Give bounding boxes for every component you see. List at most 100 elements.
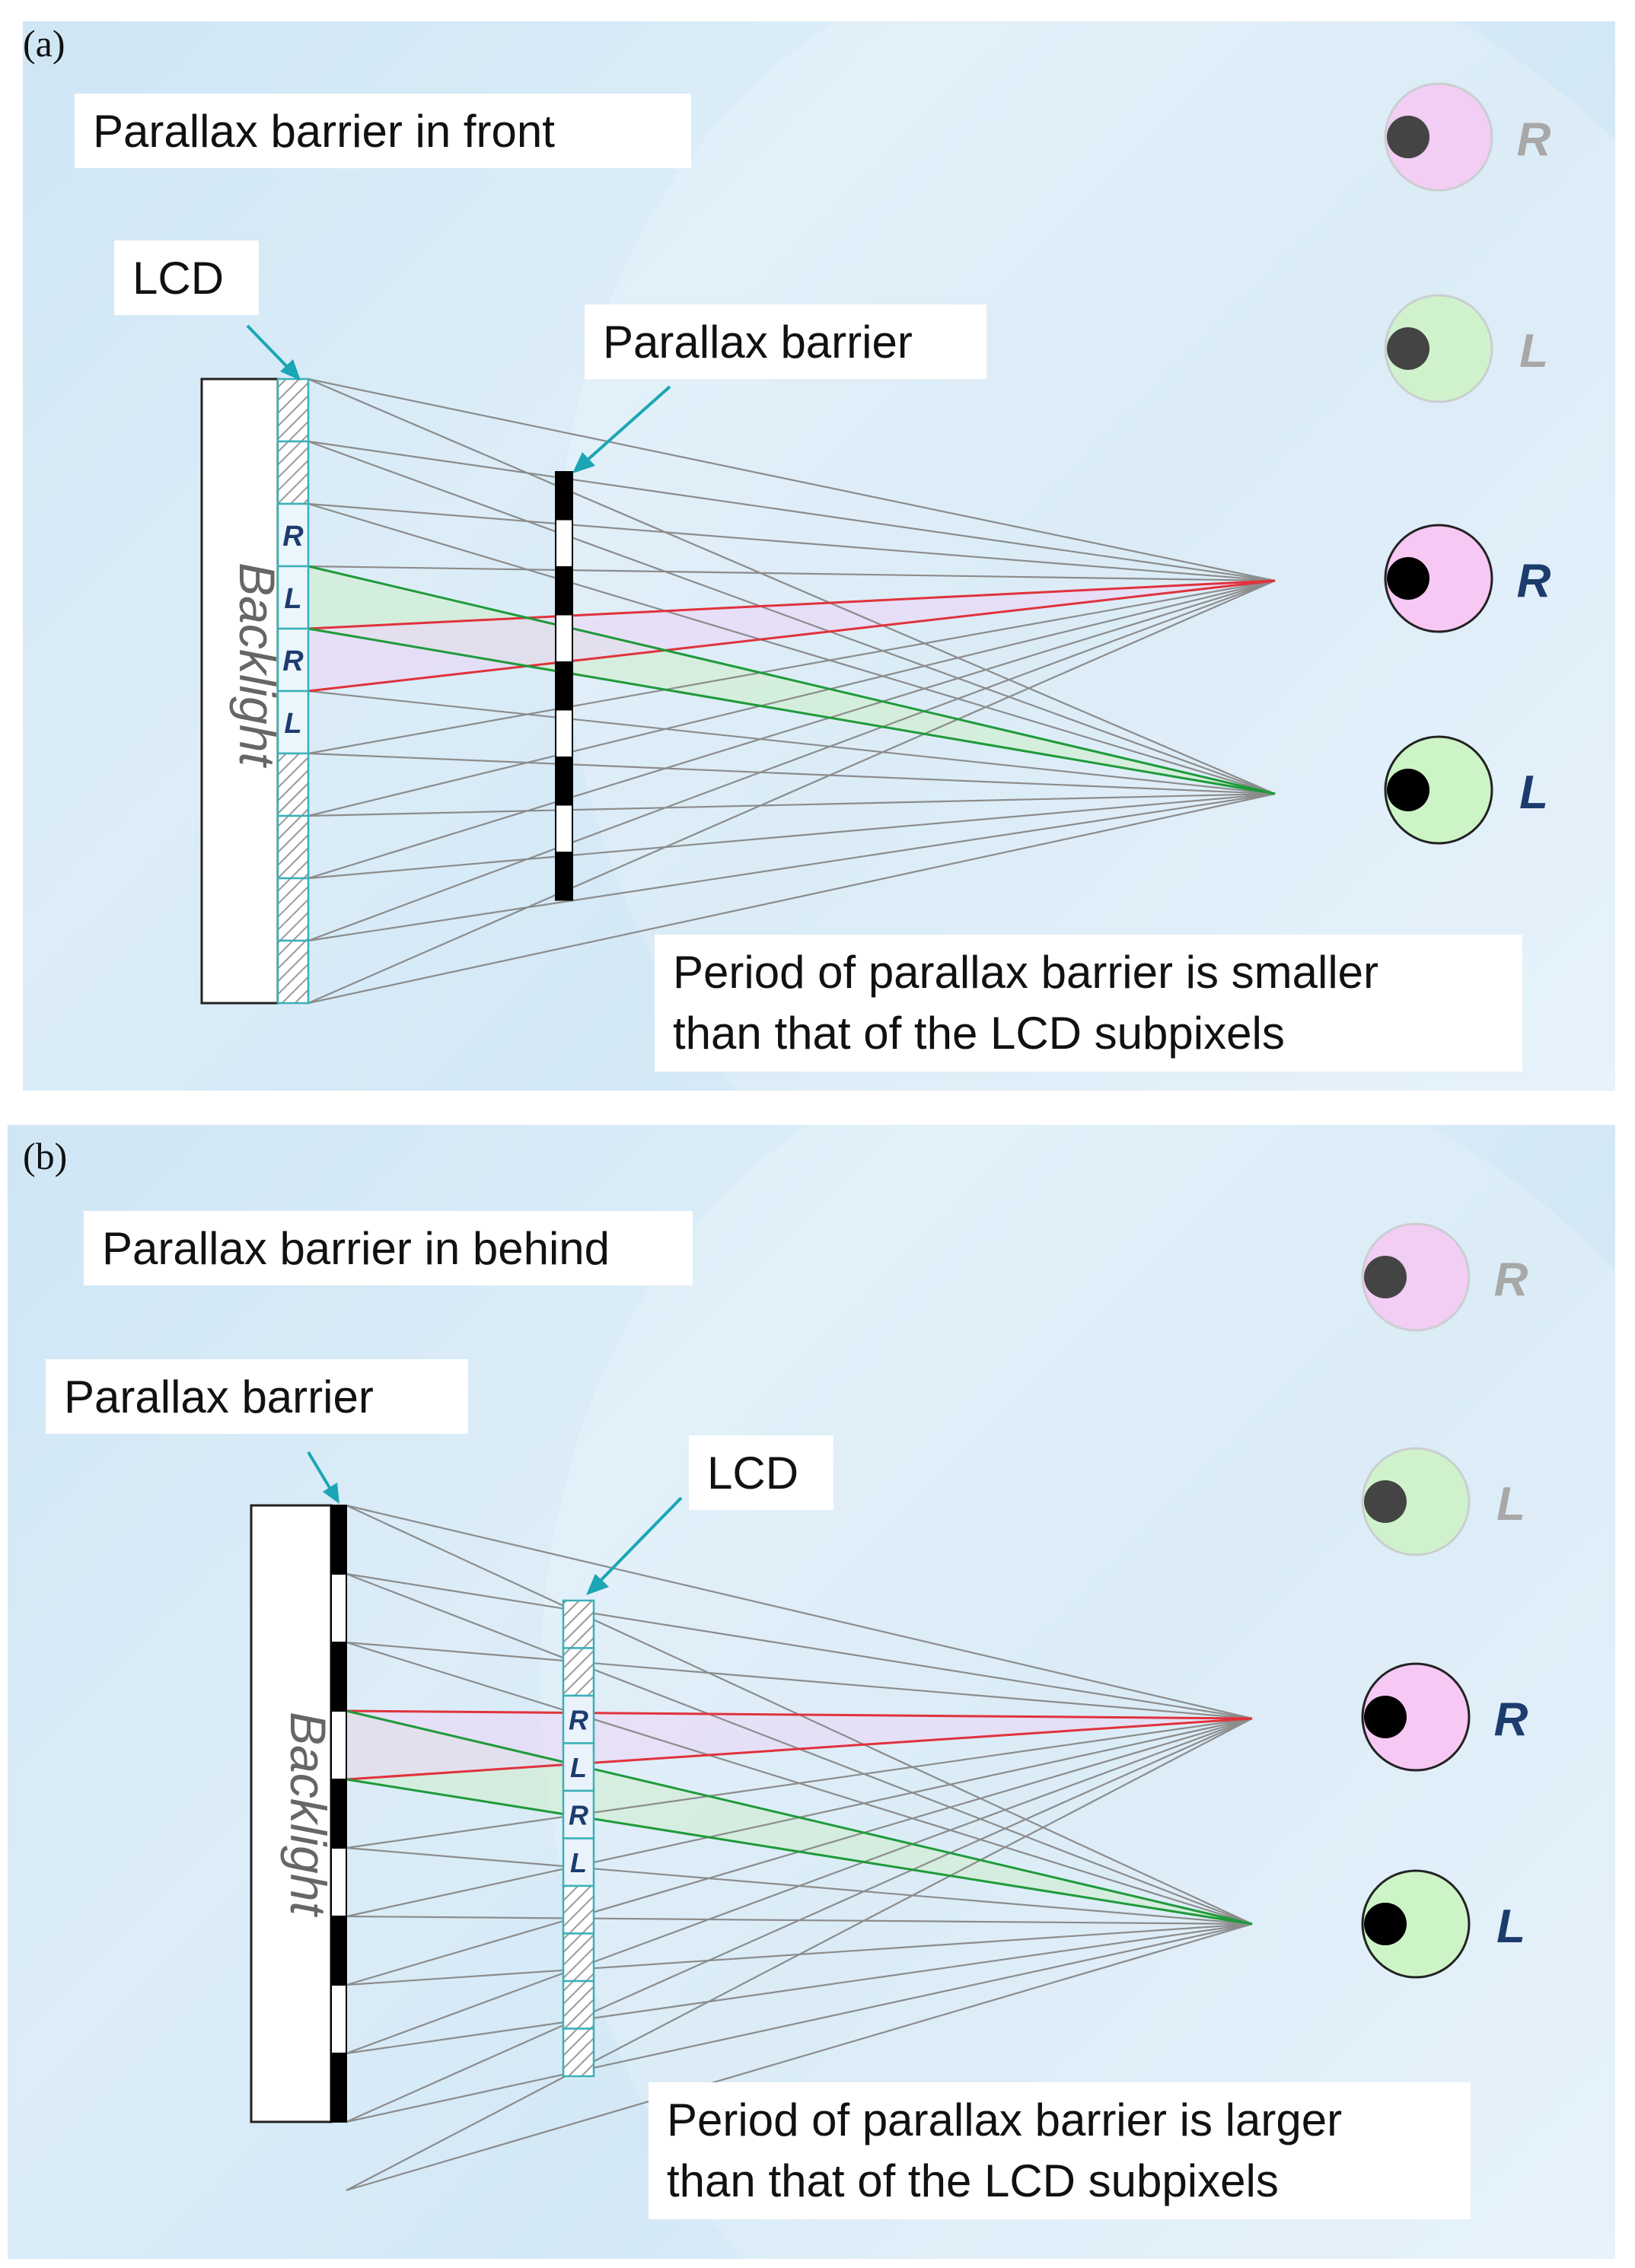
pupil: [1387, 116, 1429, 158]
lcd-subpixel: [562, 1647, 595, 1697]
lcd-subpixel: [276, 814, 310, 880]
lcd-subpixel: [562, 1694, 595, 1744]
barrier-opaque-slit: [555, 852, 573, 901]
subpixel-tag: L: [284, 708, 301, 740]
light-ray: [308, 377, 1276, 795]
panel-label: (a): [23, 22, 65, 65]
barrier-open-slit: [330, 1847, 347, 1917]
eyeball: [1361, 1222, 1471, 1332]
eye-faint-r: R: [1361, 1222, 1528, 1332]
lcd-subpixel: [562, 1789, 595, 1840]
eyeball: [1361, 1869, 1471, 1979]
light-ray: [308, 579, 1276, 1005]
pupil: [1364, 1480, 1407, 1523]
eye-faint-l: L: [1384, 294, 1548, 403]
lcd-subpixel: [276, 502, 310, 568]
barrier-pointer-arrow: [572, 385, 671, 473]
eye-tag: L: [1519, 325, 1548, 377]
period-note-line-2: than that of the LCD subpixels: [667, 2155, 1279, 2206]
barrier-open-slit: [330, 1710, 347, 1780]
right-eye-ray: [308, 579, 1276, 630]
lcd-subpixel: [562, 1980, 595, 2030]
backlight-label: Backlight: [280, 1712, 336, 1917]
barrier-callout: Parallax barrier: [585, 304, 986, 379]
eye-tag: L: [1496, 1900, 1525, 1953]
eye-r: R: [1384, 524, 1551, 633]
pupil: [1387, 769, 1429, 811]
light-ray: [346, 1717, 1253, 2055]
right-eye-ray: [346, 1709, 1253, 1720]
light-ray: [308, 440, 1276, 582]
barrier-opaque-slit: [555, 661, 573, 711]
lcd-pointer-arrow: [246, 324, 301, 381]
pupil: [1387, 557, 1429, 600]
eye-tag: R: [1494, 1253, 1528, 1306]
light-ray: [308, 502, 1276, 795]
eyeball: [1384, 524, 1493, 633]
lcd-callout: LCD: [114, 240, 259, 315]
barrier-opaque-slit: [555, 757, 573, 806]
barrier-opaque-slit: [330, 1642, 347, 1712]
eye-tag: L: [1496, 1478, 1525, 1531]
barrier-open-slit: [555, 613, 573, 663]
barrier-open-slit: [555, 709, 573, 758]
parallax-barrier: [330, 1505, 347, 2123]
light-ray: [308, 440, 1276, 795]
backlight-label: Backlight: [229, 562, 285, 768]
right-eye-ray: [346, 1717, 1253, 1781]
period-note-line-1: Period of parallax barrier is smaller: [673, 947, 1379, 998]
panel-title: Parallax barrier in behind: [84, 1211, 693, 1285]
barrier-open-slit: [330, 1984, 347, 2054]
barrier-open-slit: [555, 804, 573, 853]
barrier-opaque-slit: [555, 566, 573, 616]
light-ray: [346, 1717, 1253, 2123]
light-ray: [308, 690, 1276, 795]
period-note-line-1: Period of parallax barrier is larger: [667, 2094, 1343, 2145]
light-ray: [308, 579, 1276, 942]
period-note: Period of parallax barrier is smaller th…: [655, 935, 1522, 1072]
eyeball: [1384, 82, 1493, 192]
eye-l: L: [1361, 1869, 1525, 1979]
eye-r: R: [1361, 1662, 1528, 1772]
eyeball: [1384, 294, 1493, 403]
light-ray: [346, 1504, 1253, 1720]
barrier-callout: Parallax barrier: [46, 1359, 468, 1434]
lcd-subpixel: [276, 877, 310, 942]
pupil: [1364, 1256, 1407, 1298]
period-note-line-2: than that of the LCD subpixels: [673, 1008, 1285, 1059]
lcd-subpixel: [276, 939, 310, 1005]
lcd-subpixel: [276, 752, 310, 817]
right-eye-ray: [308, 579, 1276, 693]
subpixel-tag: L: [570, 1847, 587, 1878]
light-ray: [308, 792, 1276, 880]
subpixel-tag: R: [569, 1799, 588, 1830]
light-ray: [308, 752, 1276, 795]
light-ray: [308, 792, 1276, 817]
panel-title: Parallax barrier in front: [75, 94, 691, 168]
lcd-subpixel: [276, 377, 310, 443]
light-ray: [308, 792, 1276, 1005]
barrier-pointer-arrow: [307, 1451, 339, 1504]
eye-faint-l: L: [1361, 1447, 1525, 1556]
lcd-subpixel: [562, 1932, 595, 1983]
subpixel-tag: R: [282, 645, 304, 677]
lcd-subpixel: [276, 440, 310, 505]
subpixel-tag: L: [284, 583, 301, 615]
backlight-block: [250, 1504, 333, 2123]
subpixel-tag: L: [570, 1752, 587, 1783]
left-eye-ray: [308, 565, 1276, 795]
lcd-subpixel: [562, 1599, 595, 1649]
eye-tag: R: [1494, 1693, 1528, 1746]
barrier-opaque-slit: [330, 2053, 347, 2123]
period-note: Period of parallax barrier is larger tha…: [649, 2082, 1471, 2219]
light-ray: [346, 1922, 1253, 2055]
light-ray: [346, 1922, 1253, 2123]
eye-tag: L: [1519, 766, 1548, 819]
light-ray: [308, 502, 1276, 582]
eye-faint-r: R: [1384, 82, 1551, 192]
barrier-opaque-slit: [330, 1505, 347, 1575]
